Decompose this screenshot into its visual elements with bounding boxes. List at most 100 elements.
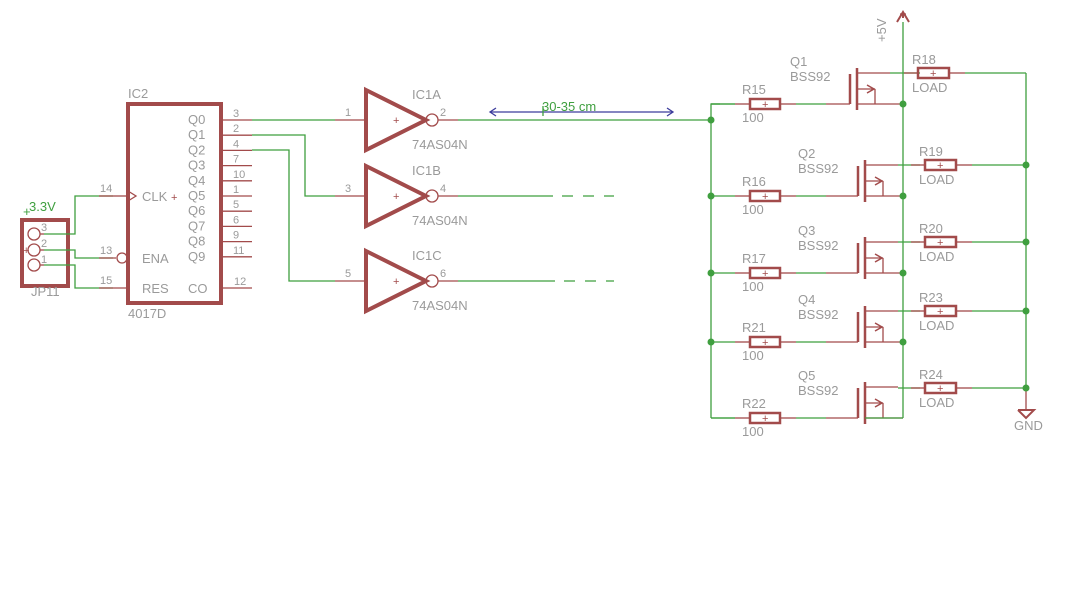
gate-resistor-value: 100: [742, 279, 764, 294]
ic2-output-pin-num: 6: [233, 214, 239, 226]
jp11-pin-3: 3: [41, 222, 47, 234]
wire-q2: [252, 149, 335, 282]
wire-q1: [252, 134, 335, 197]
jp11-pin-1: 1: [41, 254, 47, 266]
supply-3v3-label: 3.3V: [29, 199, 56, 214]
ic2-output-label: Q7: [188, 218, 205, 233]
gate-resistor-ref: R17: [742, 251, 766, 266]
inverter-ref: IC1B: [412, 163, 441, 178]
mosfet-ref: Q3: [798, 223, 815, 238]
inverter-out-pin: 4: [440, 183, 446, 195]
ic2-value: 4017D: [128, 306, 166, 321]
load-resistor-value: LOAD: [912, 80, 947, 95]
ic2-output-label: Q6: [188, 203, 205, 218]
inverter-in-pin: 3: [345, 183, 351, 195]
inverter-out-pin: 2: [440, 107, 446, 119]
load-resistor-ref: R24: [919, 367, 943, 382]
mosfet-ref: Q1: [790, 54, 807, 69]
ic2-ref: IC2: [128, 86, 148, 101]
junction-dot: [899, 269, 907, 277]
load-resistor-ref: R19: [919, 144, 943, 159]
load-resistor-ref: R18: [912, 52, 936, 67]
inverter-in-pin: 1: [345, 107, 351, 119]
load-resistor-value: LOAD: [919, 172, 954, 187]
mosfet-value: BSS92: [798, 307, 838, 322]
junction-dot: [1022, 238, 1030, 246]
gate-resistor-value: 100: [742, 348, 764, 363]
svg-text:+: +: [937, 306, 943, 318]
junction-dot: [1022, 161, 1030, 169]
ic2-pin-res-num: 15: [100, 275, 112, 287]
ic2-pin-res-label: RES: [142, 281, 169, 296]
jp11-pin-2: 2: [41, 238, 47, 250]
inverter-ref: IC1C: [412, 248, 442, 263]
gate-resistor-ref: R21: [742, 320, 766, 335]
connector-jp11[interactable]: + 3 2 1 JP11: [20, 218, 70, 299]
ic2-output-pin-num: 9: [233, 230, 239, 242]
channel-group: +R15100Q1BSS92+R18LOAD+R16100Q2BSS92+R19…: [707, 52, 1030, 439]
load-resistor-value: LOAD: [919, 395, 954, 410]
ic2-pin-clk-num: 14: [100, 183, 112, 195]
ic2-output-pin-num: 5: [233, 199, 239, 211]
resistor-r21[interactable]: + R21 100: [735, 320, 796, 363]
svg-text:+: +: [393, 276, 399, 288]
svg-text:+: +: [937, 160, 943, 172]
ic2-pin-ena-num: 13: [100, 245, 112, 257]
resistor-r17[interactable]: + R17 100: [735, 251, 796, 294]
ic2-output-label: Q1: [188, 127, 205, 142]
gate-resistor-value: 100: [742, 424, 764, 439]
svg-text:+: +: [171, 192, 177, 204]
mosfet-ref: Q2: [798, 146, 815, 161]
junction-dot: [1022, 384, 1030, 392]
svg-text:+: +: [762, 191, 768, 203]
svg-text:+: +: [393, 191, 399, 203]
inverter-in-pin: 5: [345, 268, 351, 280]
svg-text:+: +: [762, 413, 768, 425]
load-resistor-value: LOAD: [919, 249, 954, 264]
gate-resistor-ref: R15: [742, 82, 766, 97]
ic2-output-pin-num: 7: [233, 154, 239, 166]
svg-text:+: +: [762, 337, 768, 349]
inverter-ref: IC1A: [412, 87, 441, 102]
ic2-output-pin-num: 1: [233, 184, 239, 196]
inverter-value: 74AS04N: [412, 298, 468, 313]
ic2-pin-clk-label: CLK: [142, 189, 168, 204]
svg-text:+: +: [393, 115, 399, 127]
junction-dot: [899, 100, 907, 108]
ic2-output-label: Q5: [188, 188, 205, 203]
wire-ena: [44, 249, 113, 259]
ic2-output-label: Q8: [188, 234, 205, 249]
svg-text:+: +: [930, 68, 936, 80]
svg-text:+: +: [762, 268, 768, 280]
mosfet-value: BSS92: [790, 69, 830, 84]
dimension-label: 30-35 cm: [542, 99, 596, 114]
supply-3v3-marker: +: [23, 204, 31, 219]
wire-clk: [44, 195, 113, 235]
mosfet-value: BSS92: [798, 238, 838, 253]
svg-text:+: +: [762, 99, 768, 111]
mosfet-ref: Q4: [798, 292, 815, 307]
gnd-label: GND: [1014, 418, 1043, 433]
ic2-output-pin-num: 4: [233, 138, 239, 150]
